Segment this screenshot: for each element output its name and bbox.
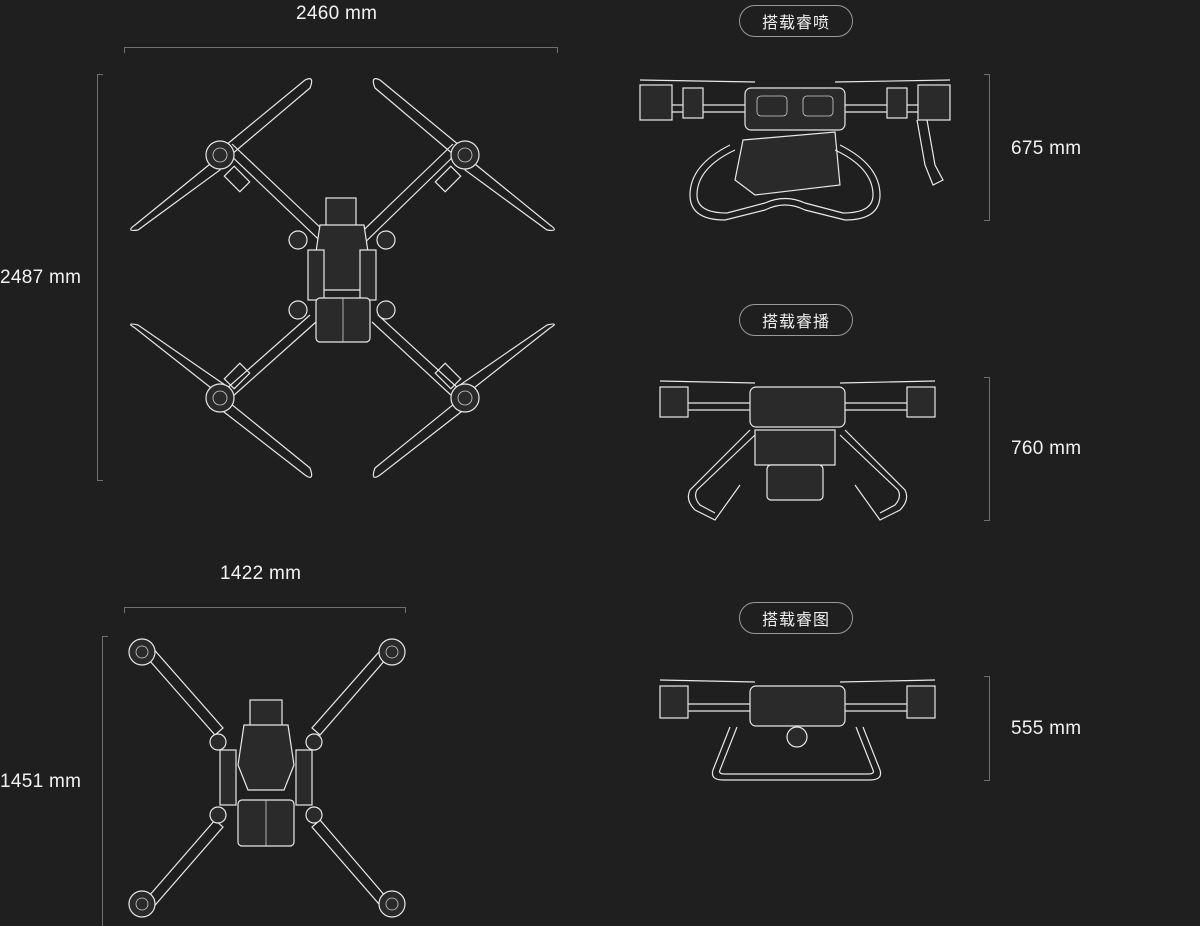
unfolded-width-label: 2460 mm — [296, 3, 378, 24]
sprayer-height-label: 675 mm — [1011, 138, 1082, 159]
spreader-height-dimension-line — [984, 377, 990, 521]
folded-fuselage — [209, 699, 323, 847]
folded-height-dimension-line — [102, 636, 108, 926]
mapper-height-dimension-line — [984, 676, 990, 781]
payload-tag-mapper: 搭载睿图 — [739, 602, 853, 634]
unfolded-propellers — [130, 78, 555, 478]
folded-width-label: 1422 mm — [220, 563, 302, 584]
unfolded-fuselage — [288, 197, 396, 343]
payload-tag-sprayer: 搭载睿喷 — [739, 5, 853, 37]
unfolded-width-dimension-line — [124, 47, 558, 53]
spreader-height-label: 760 mm — [1011, 438, 1082, 459]
unfolded-arm-lines — [224, 143, 461, 398]
mapper-height-label: 555 mm — [1011, 718, 1082, 739]
unfolded-height-dimension-line — [97, 74, 103, 481]
sprayer-height-dimension-line — [984, 74, 990, 221]
folded-width-dimension-line — [124, 607, 406, 613]
payload-tag-spreader: 搭载睿播 — [739, 304, 853, 336]
folded-motors — [128, 638, 406, 918]
unfolded-height-label: 2487 mm — [0, 267, 82, 288]
unfolded-motors — [205, 140, 480, 413]
drone-top-view-unfolded — [130, 78, 555, 478]
drone-side-view-mapper — [659, 679, 936, 781]
drone-top-view-folded — [128, 638, 406, 918]
folded-height-label: 1451 mm — [0, 771, 82, 792]
drone-side-view-sprayer — [639, 79, 951, 221]
drone-side-view-spreader — [659, 380, 936, 521]
